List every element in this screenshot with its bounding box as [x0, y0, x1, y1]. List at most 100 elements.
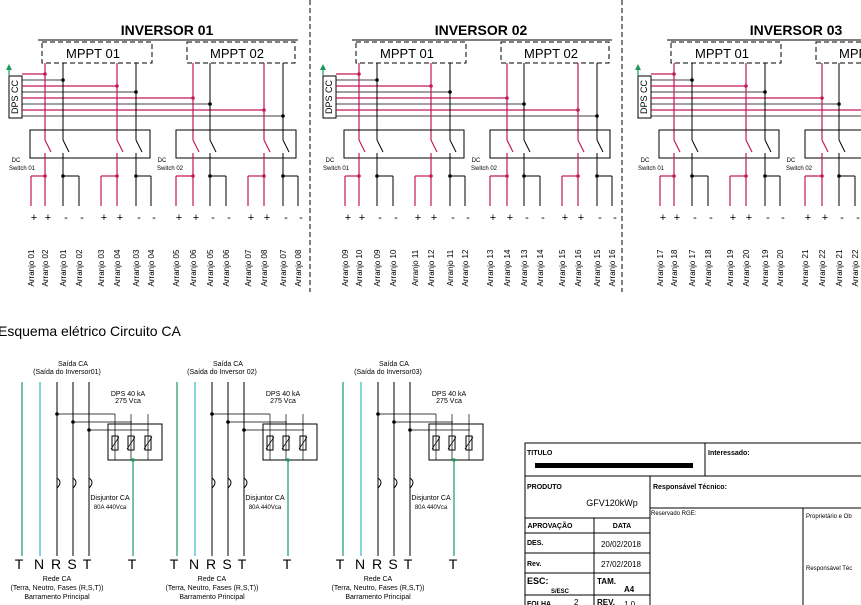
switch-contact — [430, 139, 438, 153]
produto-value: GFV120kWp — [586, 498, 638, 508]
output-label: Saída CA — [379, 361, 409, 368]
switch-contact — [44, 139, 52, 153]
polarity-sign: + — [674, 212, 680, 224]
polarity-sign: - — [299, 212, 303, 224]
surge-slash — [431, 436, 441, 450]
array-label: Arranjo 09 — [341, 249, 350, 286]
polarity-sign: - — [781, 212, 785, 224]
breaker-symbol — [227, 477, 232, 489]
dps-rating: DPS 40 kA — [266, 391, 301, 398]
polarity-sign: + — [822, 212, 828, 224]
mppt-label: MPPT 02 — [210, 46, 264, 61]
polarity-sign: + — [431, 212, 437, 224]
mppt-label: MPPT 01 — [380, 46, 434, 61]
ac-circuit: Saída CA(Saída do Inversor01)DPS 40 kA27… — [11, 361, 163, 601]
breaker-spec: 80A 440Vca — [249, 505, 282, 511]
barramento-label: Barramento Principal — [24, 594, 90, 601]
polarity-sign: - — [227, 212, 231, 224]
switch-contact — [376, 139, 384, 153]
array-label: Arranjo 16 — [574, 249, 583, 286]
array-label: Arranjo 20 — [776, 249, 785, 286]
mppt-label: MPPT 02 — [839, 46, 861, 61]
ac-circuit: Saída CA(Saída do Inversor 02)DPS 40 kA2… — [166, 361, 318, 601]
polarity-sign: - — [693, 212, 697, 224]
surge-slash — [126, 436, 136, 450]
polarity-sign: + — [660, 212, 666, 224]
switch-contact — [577, 139, 585, 153]
rev-label: Rev. — [527, 561, 541, 568]
array-label: Arranjo 09 — [373, 249, 382, 286]
array-label: Arranjo 08 — [294, 249, 303, 286]
array-label: Arranjo 13 — [520, 249, 529, 286]
breaker-label: Disjuntor CA — [411, 495, 451, 502]
array-label: Arranjo 08 — [260, 249, 269, 286]
dc-switch-box — [658, 129, 780, 159]
bus-letter: R — [206, 556, 216, 572]
junction-dot — [210, 412, 214, 416]
junction-dot — [452, 458, 456, 462]
inverter-title: INVERSOR 02 — [435, 22, 528, 38]
array-label: Arranjo 01 — [59, 249, 68, 286]
surge-slash — [447, 436, 457, 450]
rede-label: Rede CA — [364, 576, 393, 583]
surge-slash — [110, 436, 120, 450]
dc-switch-box — [489, 129, 611, 159]
mppt-box — [670, 41, 782, 64]
bus-letter: R — [51, 556, 61, 572]
array-label: Arranjo 19 — [726, 249, 735, 286]
breaker-symbol — [243, 477, 248, 489]
interessado-label: Interessado: — [708, 450, 750, 457]
des-label: DES. — [527, 540, 543, 547]
array-label: Arranjo 21 — [801, 249, 810, 286]
dc-switch-box — [804, 129, 861, 159]
esc-label: ESC: — [527, 576, 549, 586]
surge-protector — [144, 435, 152, 451]
switch-contact — [506, 139, 514, 153]
junction-dot — [226, 420, 230, 424]
bus-letter: T — [170, 556, 179, 572]
switch-contact — [673, 139, 681, 153]
switch-contact — [209, 139, 217, 153]
rev2-value: 1.0 — [624, 600, 636, 605]
switch-contact — [596, 139, 604, 153]
polarity-sign: + — [578, 212, 584, 224]
barramento-label: Barramento Principal — [179, 594, 245, 601]
surge-slash — [265, 436, 275, 450]
switch-label: Switch 02 — [157, 166, 184, 172]
bus-letter: S — [67, 556, 76, 572]
dps-rating: DPS 40 kA — [432, 391, 467, 398]
dps-label: DPS CC — [324, 80, 334, 115]
breaker-symbol — [409, 477, 414, 489]
array-label: Arranjo 06 — [189, 249, 198, 286]
bus-letter: T — [128, 556, 137, 572]
dc-switch-box — [175, 129, 297, 159]
polarity-sign: + — [415, 212, 421, 224]
polarity-sign: + — [248, 212, 254, 224]
switch-contact — [358, 139, 366, 153]
breaker-symbol — [72, 477, 77, 489]
array-label: Arranjo 12 — [461, 249, 470, 286]
des-date: 20/02/2018 — [601, 540, 642, 549]
surge-protector — [282, 435, 290, 451]
bus-letter: T — [404, 556, 413, 572]
dps-label: DPS CC — [10, 80, 20, 115]
junction-dot — [71, 420, 75, 424]
bus-letter: N — [355, 556, 365, 572]
polarity-sign: - — [613, 212, 617, 224]
switch-label: DC — [472, 158, 481, 164]
switch-label: DC — [641, 158, 650, 164]
array-label: Arranjo 04 — [113, 249, 122, 286]
array-label: Arranjo 21 — [835, 249, 844, 286]
polarity-sign: - — [598, 212, 602, 224]
polarity-sign: + — [359, 212, 365, 224]
surge-protector — [465, 435, 473, 451]
switch-label: DC — [12, 158, 21, 164]
surge-protector — [448, 435, 456, 451]
junction-dot — [55, 412, 59, 416]
rev-date: 27/02/2018 — [601, 560, 642, 569]
array-label: Arranjo 03 — [132, 249, 141, 286]
bus-letter: T — [336, 556, 345, 572]
array-label: Arranjo 11 — [446, 249, 455, 286]
reservado-label: Reservado RGE: — [651, 511, 697, 517]
